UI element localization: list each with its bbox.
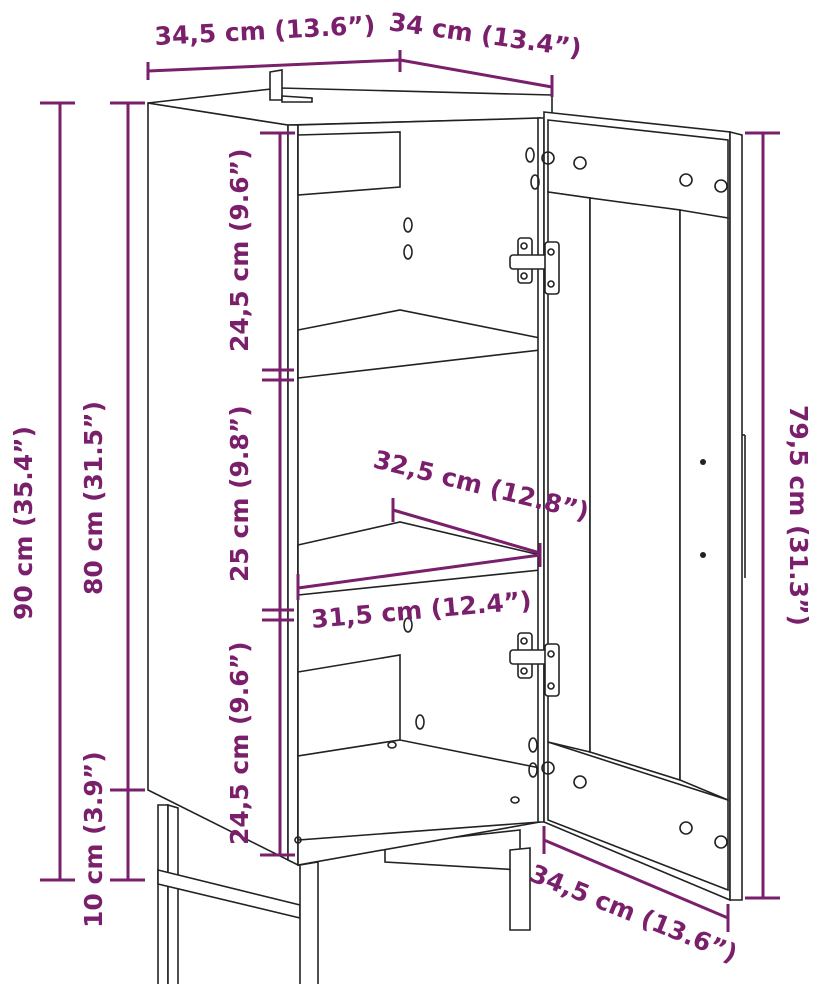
hinge-bottom (509, 632, 560, 697)
total-height-label: 90 cm (35.4”) (9, 426, 38, 620)
cabinet-body (147, 69, 553, 867)
body-height-label: 80 cm (31.5”) (79, 401, 108, 595)
shelf-middle-height-label: 25 cm (9.8”) (225, 405, 254, 582)
top-width-label: 34,5 cm (13.6”) (154, 10, 376, 51)
shelf-bottom-height-label: 24,5 cm (9.6”) (225, 641, 254, 845)
shelf-top-height-label: 24,5 cm (9.6”) (225, 148, 254, 352)
hinge-top (509, 237, 560, 295)
top-depth-label: 34 cm (13.4”) (387, 7, 583, 63)
door-height-label: 79,5 cm (31.3”) (784, 405, 813, 626)
leg-height-label: 10 cm (3.9”) (79, 751, 108, 928)
shelf-pin-holes (294, 147, 540, 844)
cabinet-drawing (147, 69, 746, 989)
dimension-lines (40, 50, 780, 932)
cabinet-legs (157, 803, 531, 989)
cabinet-door (541, 111, 746, 902)
